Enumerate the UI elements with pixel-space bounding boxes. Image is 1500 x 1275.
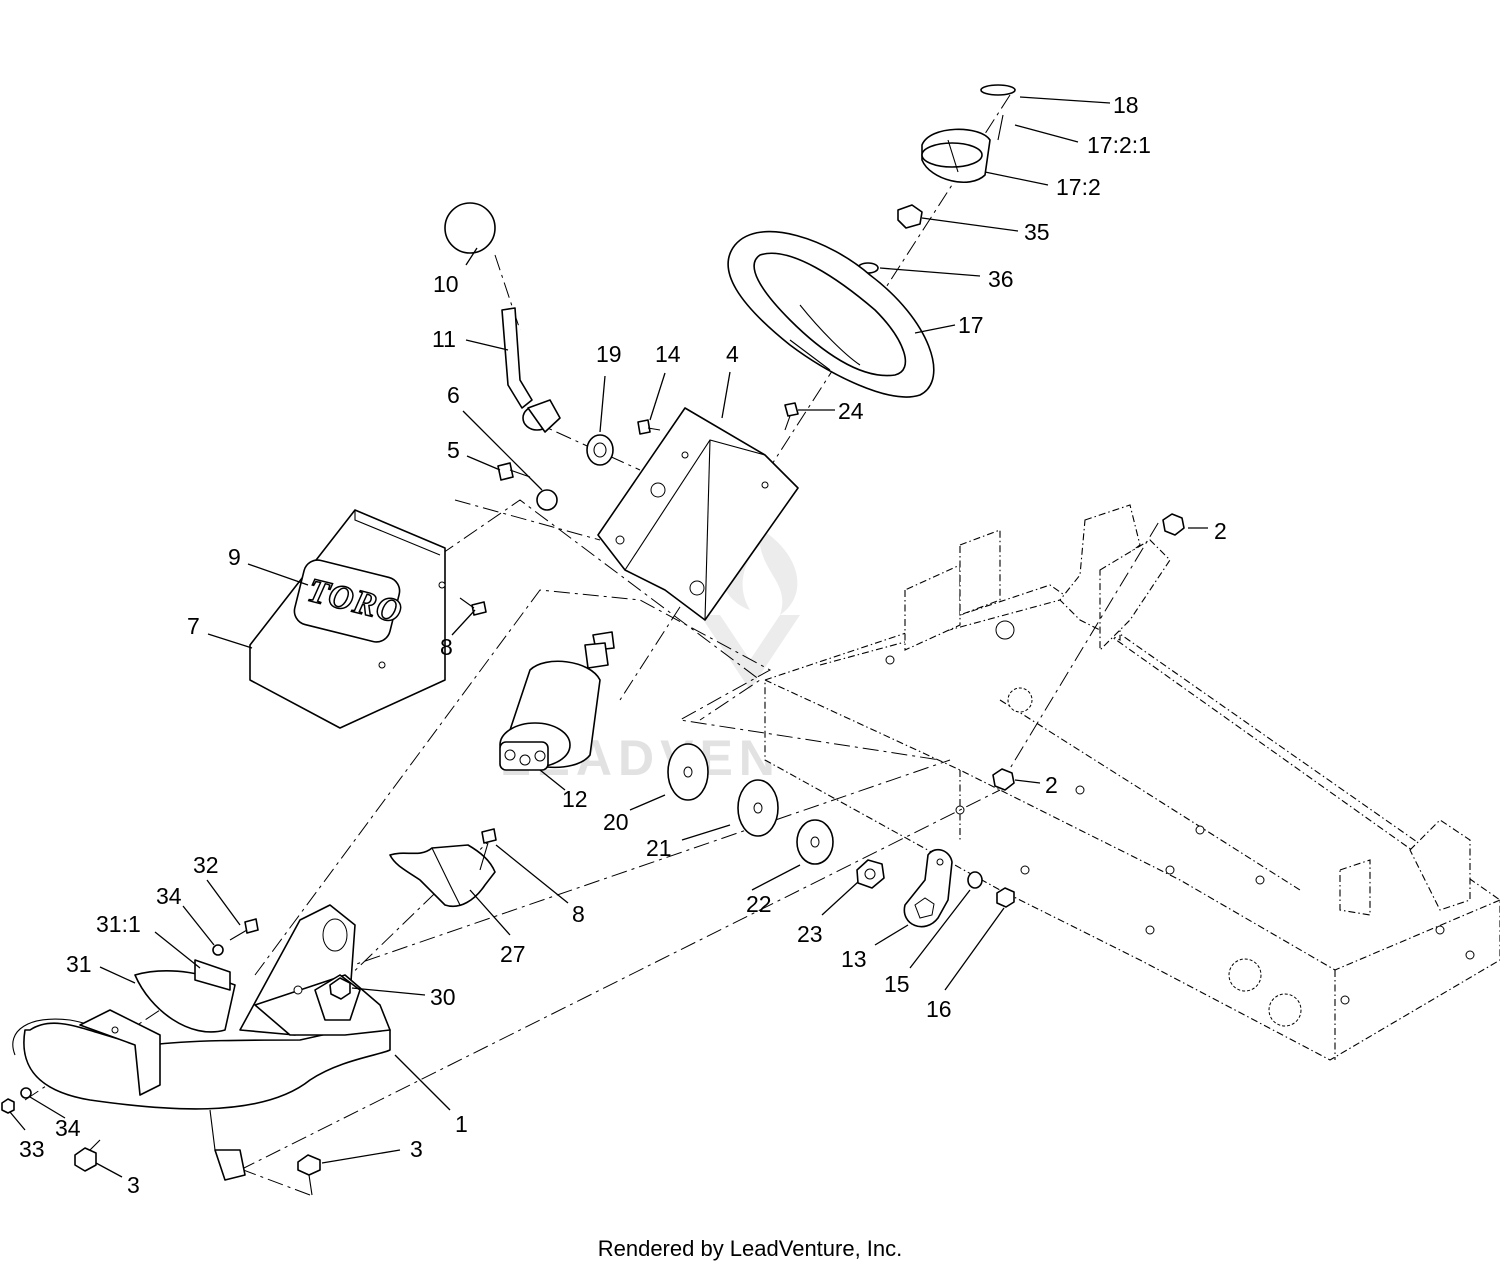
part-31-heat-shield (134, 970, 236, 1033)
callout-13: 13 (841, 946, 867, 972)
part-32-bolt (229, 918, 259, 941)
callout-18: 18 (1113, 92, 1139, 118)
part-27-bracket (389, 844, 496, 907)
callout-31-1: 31:1 (96, 911, 141, 937)
part-34-washer-upper (212, 944, 224, 956)
callout-17-2-1: 17:2:1 (1087, 132, 1151, 158)
chassis-frame (764, 504, 1500, 1061)
part-16-nut (996, 887, 1015, 908)
callout-36: 36 (988, 266, 1014, 292)
callout-33: 33 (19, 1136, 45, 1162)
callout-30: 30 (430, 984, 456, 1010)
part-34-washer-lower (20, 1087, 32, 1099)
part-9-toro-logo: TORO (293, 559, 407, 643)
part-13-steering-arm (903, 848, 953, 928)
part-3-bolt-left (74, 1139, 101, 1172)
part-35-nut (897, 204, 923, 229)
part-1-pedal-assembly (12, 904, 391, 1181)
callout-7: 7 (187, 613, 200, 639)
part-31-1-pad (194, 959, 231, 991)
callout-17-2: 17:2 (1056, 174, 1101, 200)
part-18-cap (980, 84, 1016, 96)
callout-34-lower: 34 (55, 1115, 81, 1141)
part-24-bolt (784, 402, 799, 431)
part-23-nut (856, 859, 885, 889)
callout-8-lower: 8 (572, 901, 585, 927)
part-2-nut-lower (992, 768, 1015, 791)
part-17-2-1-screw (997, 114, 1004, 141)
callout-34-upper: 34 (156, 883, 182, 909)
part-4-steering-bracket (597, 407, 799, 621)
callout-35: 35 (1024, 219, 1050, 245)
leader-lines (9, 96, 1208, 1178)
callout-27: 27 (500, 941, 526, 967)
part-14-bolt (637, 419, 661, 435)
callout-3-left: 3 (127, 1172, 140, 1198)
part-2-nut-upper (1162, 513, 1185, 536)
callout-17: 17 (958, 312, 984, 338)
part-8-screw-lower (479, 828, 497, 871)
callout-15: 15 (884, 971, 910, 997)
callout-labels: 18 17:2:1 17:2 35 36 17 10 11 19 14 4 24… (19, 92, 1227, 1198)
callout-31: 31 (66, 951, 92, 977)
footrest-bracket (79, 1009, 161, 1096)
callout-20: 20 (603, 809, 629, 835)
part-17-steering-wheel (727, 230, 935, 398)
callout-3-right: 3 (410, 1136, 423, 1162)
part-10-knob (444, 202, 496, 254)
callout-23: 23 (797, 921, 823, 947)
callout-8-upper: 8 (440, 634, 453, 660)
part-12-steering-valve (499, 631, 615, 771)
part-21-washer (737, 779, 779, 837)
callout-22: 22 (746, 891, 772, 917)
callout-9: 9 (228, 544, 241, 570)
part-11-shift-lever (501, 307, 561, 433)
callout-2-upper: 2 (1214, 518, 1227, 544)
callout-10: 10 (433, 271, 459, 297)
part-5-bolt (497, 462, 531, 481)
callout-12: 12 (562, 786, 588, 812)
callout-11: 11 (432, 326, 456, 352)
part-3-bolt-right (297, 1154, 321, 1196)
part-20-washer (667, 743, 709, 801)
part-33-nut (1, 1098, 15, 1114)
callout-2-lower: 2 (1045, 772, 1058, 798)
part-22-washer (796, 819, 834, 865)
callout-21: 21 (646, 835, 672, 861)
callout-16: 16 (926, 996, 952, 1022)
callout-14: 14 (655, 341, 681, 367)
callout-5: 5 (447, 437, 460, 463)
callout-24: 24 (838, 398, 864, 424)
callout-32: 32 (193, 852, 219, 878)
part-15-washer (967, 871, 983, 889)
callout-19: 19 (596, 341, 622, 367)
callout-4: 4 (726, 341, 739, 367)
part-17-2-hub (921, 128, 991, 183)
callout-1: 1 (455, 1111, 468, 1137)
part-19-bushing (586, 434, 614, 466)
footer-credit: Rendered by LeadVenture, Inc. (597, 1236, 903, 1261)
part-30-nut (329, 977, 351, 1000)
callout-6: 6 (447, 382, 460, 408)
part-6-spacer (536, 489, 558, 511)
